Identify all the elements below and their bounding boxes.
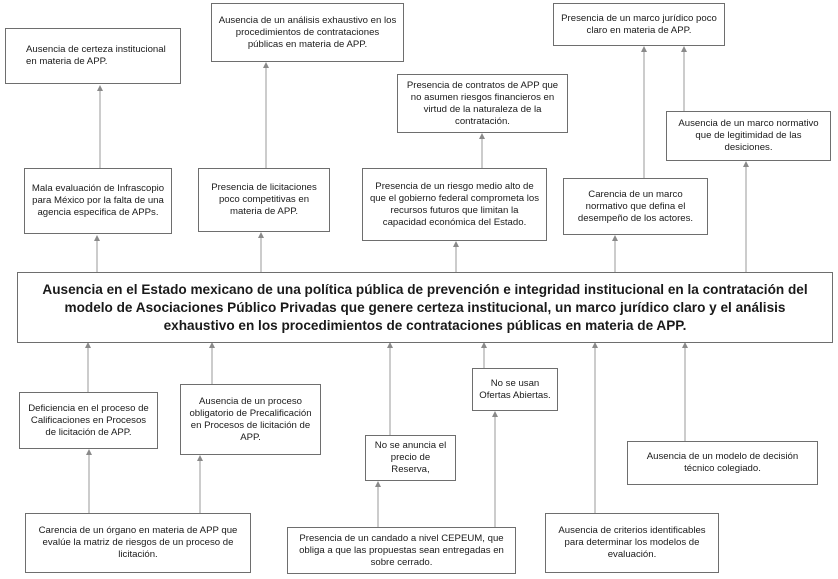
effect-analisis: Ausencia de un análisis exhaustivo en lo…	[211, 3, 404, 62]
cause-candado: Presencia de un candado a nivel CEPEUM, …	[287, 527, 516, 574]
effect-mala-evaluacion: Mala evaluación de Infrascopio para Méxi…	[24, 168, 172, 234]
effect-licitaciones: Presencia de licitaciones poco competiti…	[198, 168, 330, 232]
effect-certeza: Ausencia de certeza institucional en mat…	[5, 28, 181, 84]
cause-modelo-decision: Ausencia de un modelo de decisión técnic…	[627, 441, 818, 485]
effect-riesgo-medio: Presencia de un riesgo medio alto de que…	[362, 168, 547, 241]
effect-carencia-marco: Carencia de un marco normativo que defin…	[563, 178, 708, 235]
cause-reserva: No se anuncia el precio de Reserva,	[365, 435, 456, 481]
central-problem: Ausencia en el Estado mexicano de una po…	[17, 272, 833, 343]
cause-precalificacion: Ausencia de un proceso obligatorio de Pr…	[180, 384, 321, 455]
effect-marco-juridico: Presencia de un marco jurídico poco clar…	[553, 3, 725, 46]
cause-organo: Carencia de un órgano en materia de APP …	[25, 513, 251, 573]
cause-deficiencia: Deficiencia en el proceso de Calificacio…	[19, 392, 158, 449]
cause-ofertas: No se usan Ofertas Abiertas.	[472, 368, 558, 411]
effect-contratos-riesgos: Presencia de contratos de APP que no asu…	[397, 74, 568, 133]
cause-criterios: Ausencia de criterios identificables par…	[545, 513, 719, 573]
effect-marco-normativo-legitimidad: Ausencia de un marco normativo que de le…	[666, 111, 831, 161]
